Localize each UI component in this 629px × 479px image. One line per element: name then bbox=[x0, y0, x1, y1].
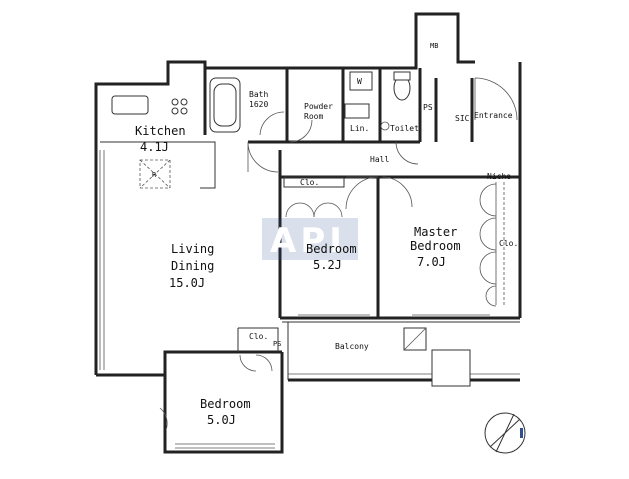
linen-label: Lin. bbox=[350, 124, 369, 133]
balcony bbox=[282, 321, 520, 387]
watermark-text: API bbox=[270, 221, 346, 261]
entrance-label: Entrance bbox=[474, 111, 513, 120]
closet-lower-label: Clo. bbox=[249, 332, 268, 341]
living-name-2: Dining bbox=[171, 259, 214, 273]
washer-label: W bbox=[357, 77, 362, 86]
closet-center-label: Clo. bbox=[300, 178, 319, 187]
master-name-2: Bedroom bbox=[410, 239, 461, 253]
bedroom-center-size: 5.2J bbox=[313, 258, 342, 272]
bedroom-lower-size: 5.0J bbox=[207, 413, 236, 427]
watermark-logo: API bbox=[262, 218, 358, 261]
master-size: 7.0J bbox=[417, 255, 446, 269]
fixture-labels: Bath 1620 Powder Room W Lin. Toilet PS S… bbox=[152, 42, 518, 351]
room-labels: Kitchen 4.1J Living Dining 15.0J Bedroom… bbox=[135, 124, 461, 427]
closets bbox=[283, 176, 505, 307]
kitchen-size: 4.1J bbox=[140, 140, 169, 154]
doors bbox=[159, 77, 518, 431]
interior-walls bbox=[100, 68, 520, 352]
bedroom-center-name: Bedroom bbox=[306, 242, 357, 256]
ps-upper-label: PS bbox=[423, 103, 433, 112]
mb-label: MB bbox=[430, 42, 438, 50]
windows bbox=[99, 150, 490, 449]
powder-room-label-1: Powder bbox=[304, 102, 333, 111]
toilet-label: Toilet bbox=[390, 124, 419, 133]
master-name-1: Master bbox=[414, 225, 457, 239]
living-size: 15.0J bbox=[169, 276, 205, 290]
fixtures bbox=[111, 71, 526, 454]
bedroom-lower-name: Bedroom bbox=[200, 397, 251, 411]
closet-master-label: Clo. bbox=[499, 239, 518, 248]
bath-label: Bath bbox=[249, 90, 268, 99]
bath-size-label: 1620 bbox=[249, 100, 268, 109]
kitchen-name: Kitchen bbox=[135, 124, 186, 138]
compass-icon bbox=[484, 412, 526, 454]
ps-lower-label: PS bbox=[273, 340, 281, 348]
powder-room-label-2: Room bbox=[304, 112, 323, 121]
balcony-label: Balcony bbox=[335, 342, 369, 351]
niche-label: Niche bbox=[487, 172, 511, 181]
refrigerator-label: R bbox=[152, 171, 157, 179]
hall-label: Hall bbox=[370, 155, 389, 164]
living-name-1: Living bbox=[171, 242, 214, 256]
sic-label: SIC bbox=[455, 114, 470, 123]
